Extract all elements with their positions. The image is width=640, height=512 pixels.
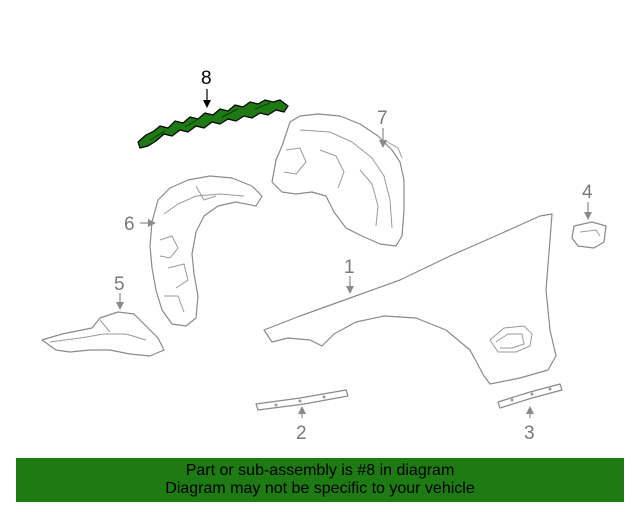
arrowhead-1 xyxy=(346,286,354,294)
part-6-splash-shield[interactable] xyxy=(149,175,263,327)
banner-line-2: Diagram may not be specific to your vehi… xyxy=(165,480,475,497)
info-banner: Part or sub-assembly is #8 in diagram Di… xyxy=(16,458,624,502)
arrowhead-4 xyxy=(584,212,592,220)
arrowhead-8 xyxy=(203,100,211,108)
callout-3[interactable]: 3 xyxy=(524,423,535,444)
callout-4[interactable]: 4 xyxy=(582,182,593,203)
callout-8[interactable]: 8 xyxy=(201,68,212,89)
part-5-lower-shield[interactable] xyxy=(41,311,165,357)
part-7-fender-liner[interactable] xyxy=(271,113,405,247)
banner-line-1: Part or sub-assembly is #8 in diagram xyxy=(185,462,455,479)
part-2-molding[interactable] xyxy=(255,389,349,411)
callout-5[interactable]: 5 xyxy=(114,274,125,295)
arrowhead-5 xyxy=(116,302,124,310)
part-8-highlighted[interactable] xyxy=(137,99,289,149)
callout-7[interactable]: 7 xyxy=(377,108,388,129)
callout-6[interactable]: 6 xyxy=(124,214,135,235)
part-4-bracket[interactable] xyxy=(571,221,607,249)
callout-2[interactable]: 2 xyxy=(296,423,307,444)
part-1-fender[interactable] xyxy=(263,213,557,385)
part-3-molding[interactable] xyxy=(497,383,563,409)
arrowhead-6 xyxy=(148,219,156,227)
arrowhead-2 xyxy=(298,406,306,414)
callout-1[interactable]: 1 xyxy=(344,257,355,278)
arrowhead-7 xyxy=(379,140,387,148)
arrowhead-3 xyxy=(526,406,534,414)
parts-diagram: 8 7 6 5 1 xyxy=(41,68,607,444)
